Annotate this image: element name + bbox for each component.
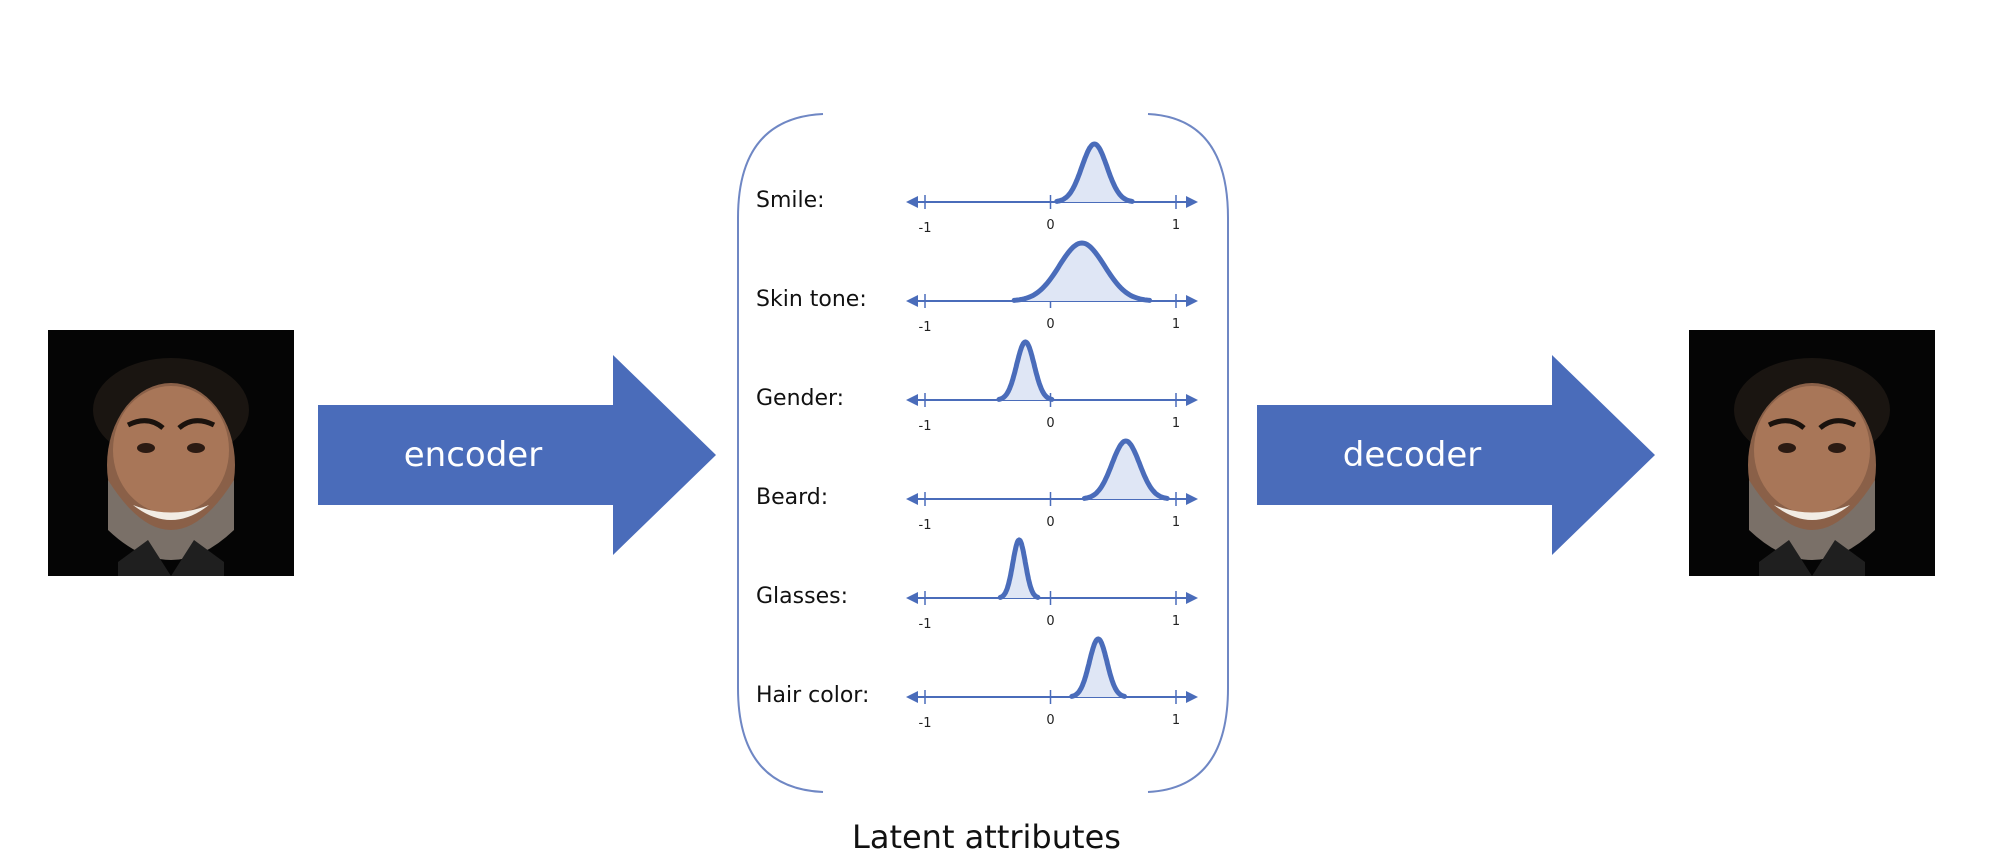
input-face-photo xyxy=(48,330,294,576)
axis-arrow-left-icon xyxy=(906,493,918,505)
tick-label: 1 xyxy=(1161,218,1191,233)
output-face-photo xyxy=(1689,330,1935,576)
axis-arrow-right-icon xyxy=(1186,691,1198,703)
latent-attributes-caption: Latent attributes xyxy=(0,818,2002,856)
attribute-row xyxy=(906,243,1198,308)
tick-label: -1 xyxy=(910,716,940,731)
attribute-row xyxy=(906,342,1198,407)
tick-label: 0 xyxy=(1036,614,1066,629)
attribute-row xyxy=(906,441,1198,506)
tick-label: 0 xyxy=(1036,713,1066,728)
attribute-label: Beard: xyxy=(756,485,828,510)
encoder-label: encoder xyxy=(318,355,628,555)
axis-arrow-right-icon xyxy=(1186,295,1198,307)
face-image-icon xyxy=(48,330,294,576)
axis-arrow-right-icon xyxy=(1186,196,1198,208)
tick-label: 1 xyxy=(1161,416,1191,431)
axis-arrow-left-icon xyxy=(906,394,918,406)
axis-arrow-left-icon xyxy=(906,196,918,208)
tick-label: 0 xyxy=(1036,218,1066,233)
attribute-label: Gender: xyxy=(756,386,844,411)
face-image-icon xyxy=(1689,330,1935,576)
tick-label: 1 xyxy=(1161,317,1191,332)
tick-label: 1 xyxy=(1161,614,1191,629)
axis-arrow-right-icon xyxy=(1186,493,1198,505)
attribute-row xyxy=(906,144,1198,209)
axis-arrow-right-icon xyxy=(1186,592,1198,604)
tick-label: 0 xyxy=(1036,416,1066,431)
axis-arrow-right-icon xyxy=(1186,394,1198,406)
attribute-label: Smile: xyxy=(756,188,825,213)
attribute-label: Hair color: xyxy=(756,683,869,708)
axis-arrow-left-icon xyxy=(906,691,918,703)
tick-label: -1 xyxy=(910,617,940,632)
tick-label: -1 xyxy=(910,221,940,236)
axis-arrow-left-icon xyxy=(906,592,918,604)
encoder-arrow: encoder xyxy=(318,355,716,555)
attribute-row xyxy=(906,639,1198,704)
tick-label: 0 xyxy=(1036,515,1066,530)
tick-label: -1 xyxy=(910,320,940,335)
attribute-row xyxy=(906,540,1198,605)
decoder-arrow: decoder xyxy=(1257,355,1655,555)
decoder-label: decoder xyxy=(1257,355,1567,555)
tick-label: 0 xyxy=(1036,317,1066,332)
tick-label: 1 xyxy=(1161,713,1191,728)
tick-label: -1 xyxy=(910,518,940,533)
tick-label: -1 xyxy=(910,419,940,434)
attribute-label: Skin tone: xyxy=(756,287,867,312)
tick-label: 1 xyxy=(1161,515,1191,530)
attribute-label: Glasses: xyxy=(756,584,848,609)
axis-arrow-left-icon xyxy=(906,295,918,307)
right-bracket xyxy=(1148,114,1228,792)
